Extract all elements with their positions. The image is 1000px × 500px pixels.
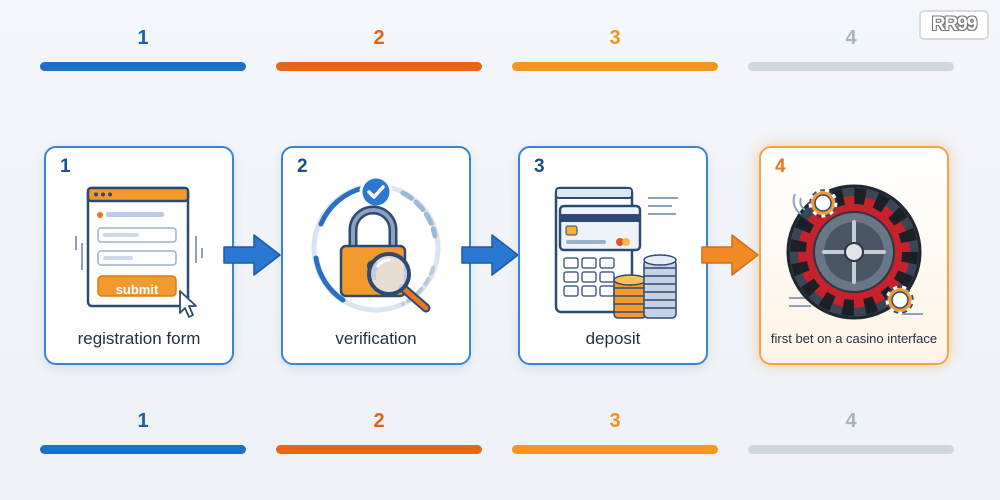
progress-step-3: 3 (512, 25, 718, 75)
step-card-registration: 1 submit registration form (44, 146, 234, 365)
progress-bar (276, 62, 482, 71)
step-number: 2 (297, 156, 308, 177)
progress-number: 4 (845, 410, 857, 432)
progress-number: 4 (845, 27, 857, 49)
progress-step-1: 1 (40, 408, 246, 458)
arrow-right-icon (223, 234, 281, 276)
progress-indicator-bottom: 1 2 3 4 (0, 408, 1000, 458)
progress-number: 3 (609, 410, 621, 432)
step-label: first bet on a casino interface (770, 331, 938, 346)
step-number: 3 (534, 156, 545, 177)
progress-step-3: 3 (512, 408, 718, 458)
progress-number: 2 (373, 27, 385, 49)
step-number: 1 (60, 156, 71, 177)
padlock-verification-icon (311, 175, 441, 313)
progress-step-1: 1 (40, 25, 246, 75)
progress-number: 1 (137, 410, 149, 432)
progress-number: 3 (609, 27, 621, 49)
step-label: verification (335, 329, 417, 348)
progress-bar (748, 62, 954, 71)
step-card-first-bet: 4 firs (759, 146, 949, 365)
registration-form-icon (75, 186, 203, 318)
progress-number: 2 (373, 410, 385, 432)
progress-bar (276, 445, 482, 454)
progress-step-4: 4 (748, 408, 954, 458)
progress-step-4: 4 (748, 25, 954, 75)
progress-bar (512, 62, 718, 71)
progress-bar (40, 62, 246, 71)
step-number: 4 (775, 156, 786, 177)
progress-bar (748, 445, 954, 454)
arrow-right-icon (461, 234, 519, 276)
progress-bar (512, 445, 718, 454)
brand-logo: RR99 (919, 10, 989, 40)
deposit-icon (554, 186, 678, 319)
progress-bar (40, 445, 246, 454)
arrow-right-icon (701, 234, 759, 276)
step-card-verification: 2 verification (281, 146, 471, 365)
progress-step-2: 2 (276, 25, 482, 75)
progress-number: 1 (137, 27, 149, 49)
progress-indicator-top: 1 2 3 4 (0, 25, 1000, 75)
progress-step-2: 2 (276, 408, 482, 458)
step-card-deposit: 3 (518, 146, 708, 365)
roulette-wheel-icon (786, 184, 923, 320)
step-label: deposit (585, 329, 641, 348)
submit-button: submit (115, 282, 159, 297)
step-label: registration form (77, 329, 201, 348)
